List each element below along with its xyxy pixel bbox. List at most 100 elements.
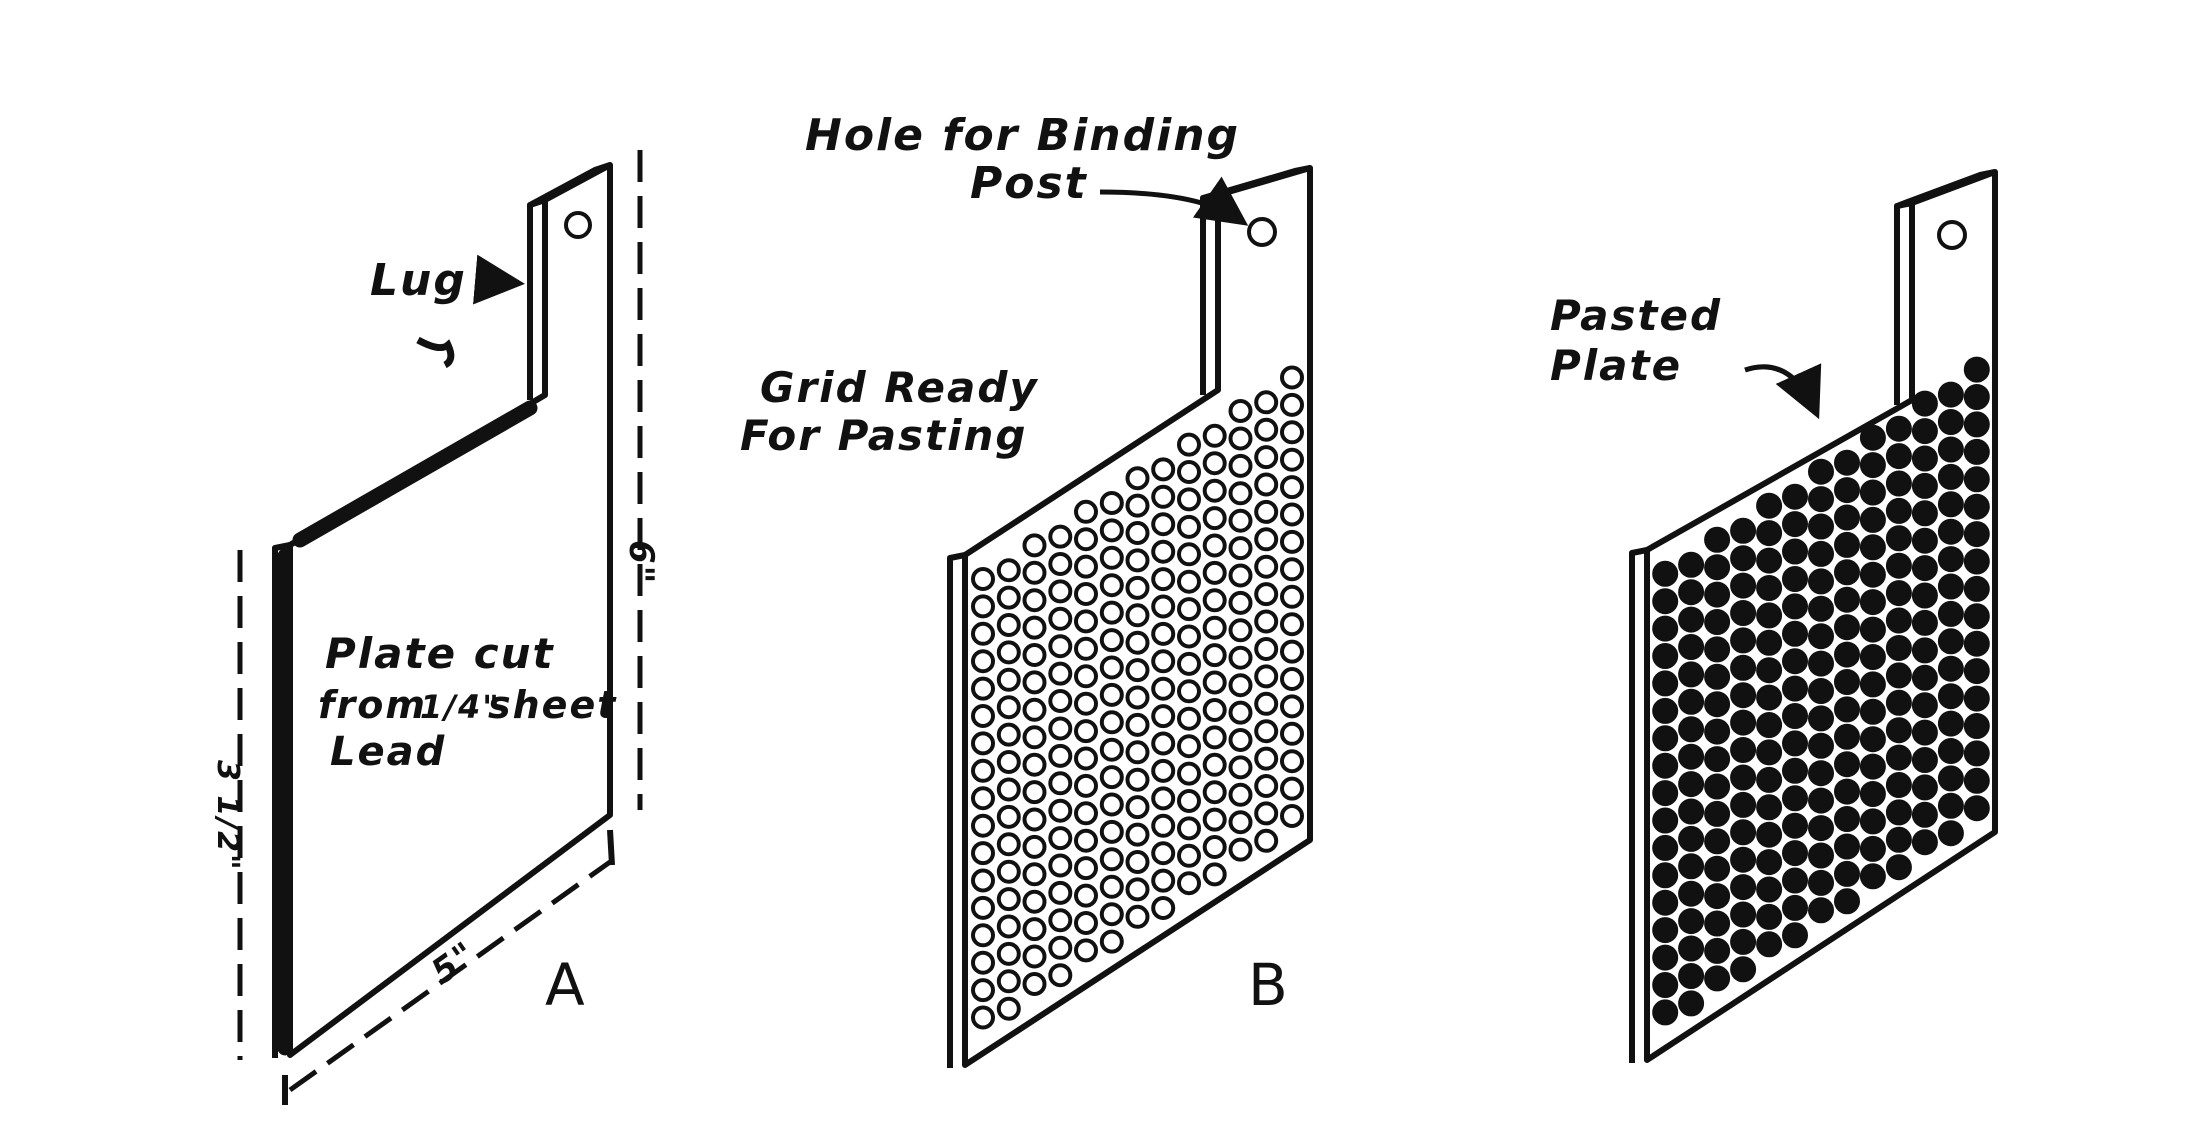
pasted-hole [1730,545,1757,572]
pasted-hole [1782,538,1808,565]
pasted-hole [1911,472,1938,499]
grid-hole [1202,533,1227,558]
pasted-hole [1782,922,1808,949]
pasted-hole [1704,773,1731,800]
grid-hole [1048,963,1073,988]
pasted-hole [1885,580,1912,607]
grid-hole [1151,621,1176,646]
grid-hole [1099,710,1124,735]
grid-hole [1177,871,1201,896]
pasted-hole [1834,778,1860,805]
pasted-hole [1808,650,1834,677]
grid-hole [1022,752,1047,777]
pasted-hole [1808,732,1834,759]
grid-hole [1254,609,1279,634]
pasted-hole [1678,935,1705,962]
grid-hole [1280,392,1304,417]
pasted-hole [1885,415,1912,442]
pasted-hole [1911,582,1938,609]
grid-hole [1125,712,1150,737]
pasted-hole [1678,634,1705,660]
grid-hole [1151,868,1176,893]
pasted-hole [1834,449,1860,476]
grid-hole [1125,493,1150,518]
pasted-hole [1704,883,1731,910]
pasted-hole [1859,561,1886,588]
grid-hole [1048,689,1073,713]
pasted-hole [1782,730,1808,757]
pasted-hole [1652,643,1679,669]
grid-hole [1254,801,1279,826]
pasted-hole [1756,876,1783,903]
grid-hole [971,621,995,646]
grid-hole [1177,789,1201,813]
pasted-hole [1756,547,1783,574]
pasted-hole [1937,765,1964,792]
grid-hole [1151,813,1176,838]
grid-hole [1280,667,1304,691]
pasted-hole [1937,518,1964,545]
pasted-hole [1730,791,1757,818]
plate-a-dim-left-label: 3 1/2" [210,760,245,872]
plate-b-grid-holes [971,365,1304,1030]
grid-hole [1151,649,1176,674]
pasted-hole [1937,463,1964,490]
grid-hole [1228,645,1253,670]
grid-hole [1177,542,1201,567]
pasted-hole [1963,384,1990,410]
pasted-hole [1678,716,1705,743]
pasted-hole [1782,703,1808,729]
grid-hole [1177,706,1201,731]
grid-hole [996,667,1021,692]
grid-hole [1228,837,1253,862]
grid-hole [1099,628,1124,653]
grid-hole [1099,929,1124,954]
pasted-hole [1652,889,1679,916]
grid-hole [1228,618,1253,643]
grid-hole [971,676,995,701]
pasted-hole [1937,409,1964,435]
grid-hole [1202,752,1227,777]
grid-hole [996,640,1021,665]
grid-hole [1254,527,1279,552]
pasted-hole [1834,806,1860,832]
pasted-hole [1730,846,1757,873]
grid-hole [1022,862,1047,887]
pasted-hole [1911,637,1938,664]
pasted-hole [1808,815,1834,842]
grid-hole [1280,776,1304,801]
pasted-hole [1859,698,1886,725]
pasted-hole [1808,678,1834,704]
pasted-hole [1730,874,1757,901]
pasted-hole [1704,937,1731,964]
grid-hole [1074,773,1098,798]
grid-hole [1228,728,1253,752]
grid-hole [1254,774,1279,798]
grid-hole [1022,670,1047,695]
grid-hole [1151,512,1176,537]
grid-hole [1099,491,1124,515]
grid-hole [1280,584,1304,609]
grid-hole [1228,810,1253,835]
grid-hole [1074,938,1098,963]
pasted-hole [1963,685,1990,712]
pasted-hole [1808,787,1834,814]
pasted-hole [1834,751,1860,778]
pasted-hole [1704,581,1731,608]
pasted-hole [1730,901,1757,928]
grid-hole [971,978,995,1003]
pasted-hole [1937,546,1964,573]
pasted-hole [1782,812,1808,839]
grid-hole [1125,685,1150,710]
plate-b-hole-line1: Hole for Binding [805,110,1240,161]
grid-hole [1074,719,1098,744]
pasted-hole [1911,719,1938,746]
grid-hole [971,649,995,674]
grid-hole [996,585,1021,610]
pasted-hole [1885,662,1912,689]
pasted-hole [1911,801,1938,828]
grid-hole [1202,835,1227,859]
grid-hole [1074,828,1098,853]
grid-hole [1074,746,1098,771]
